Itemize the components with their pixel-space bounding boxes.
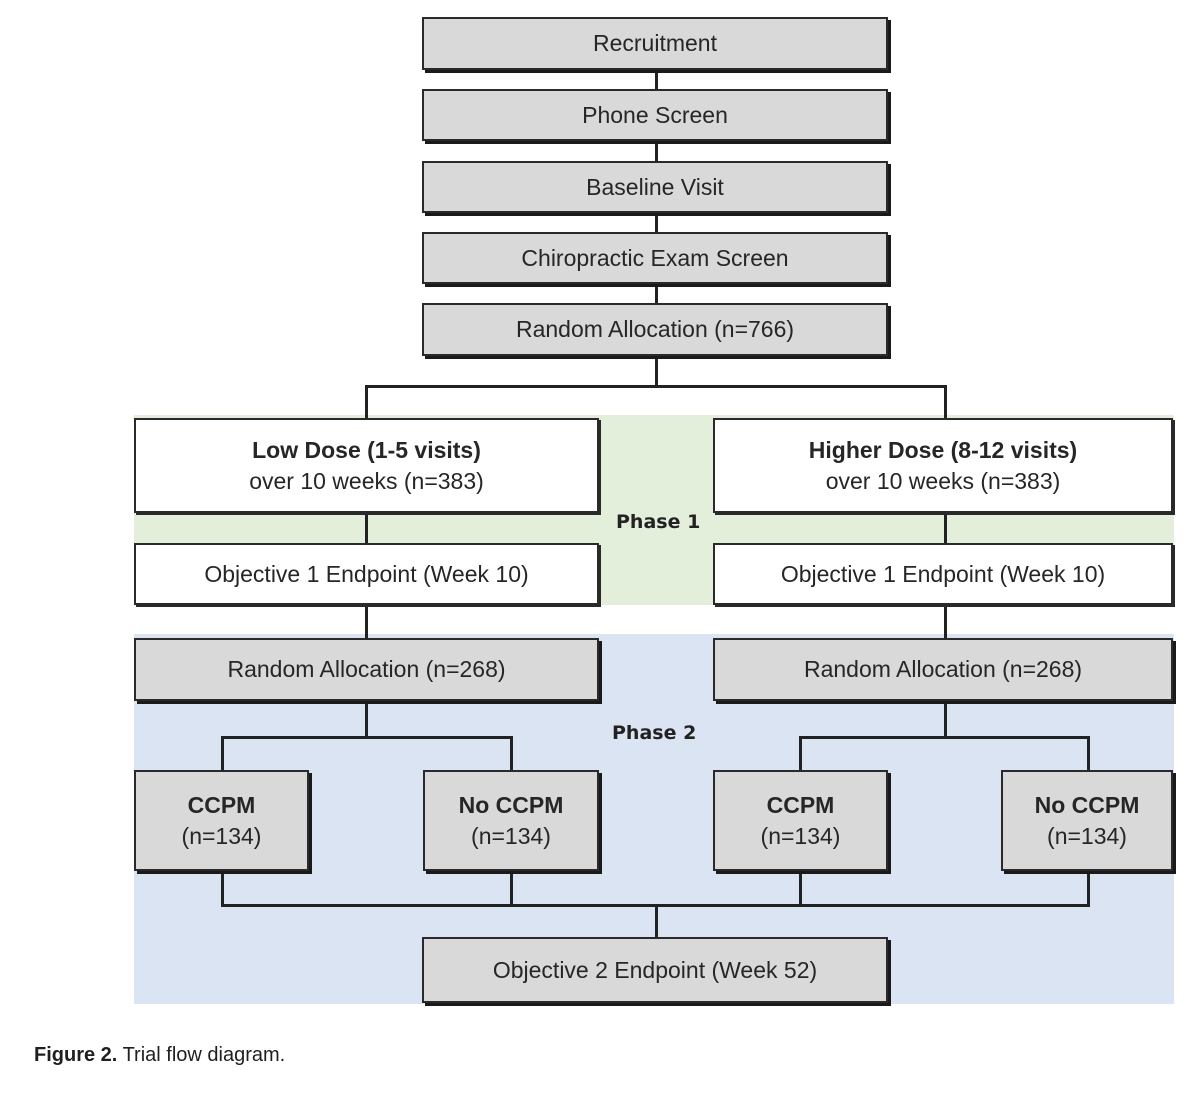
low-dose-subtitle: over 10 weeks (n=383) [249, 467, 484, 494]
connector-line [799, 736, 1090, 739]
higher-dose-ccpm-n: (n=134) [760, 822, 841, 849]
connector-line [655, 904, 658, 938]
connector-line [510, 736, 513, 771]
connector-line [799, 736, 802, 771]
connector-line [944, 700, 947, 738]
higher-dose-ccpm-title: CCPM [766, 791, 835, 818]
higher-dose-ccpm-box: CCPM (n=134) [713, 770, 888, 871]
random-allocation-766-label: Random Allocation (n=766) [515, 316, 795, 342]
connector-line [655, 283, 658, 304]
connector-line [1087, 736, 1090, 771]
higher-dose-endpoint-box: Objective 1 Endpoint (Week 10) [713, 543, 1173, 605]
connector-line [799, 870, 802, 906]
low-dose-ccpm-n: (n=134) [181, 822, 262, 849]
higher-dose-no-ccpm-n: (n=134) [1047, 822, 1127, 849]
higher-dose-subtitle: over 10 weeks (n=383) [825, 467, 1061, 494]
higher-dose-endpoint-label: Objective 1 Endpoint (Week 10) [780, 560, 1106, 587]
low-dose-box: Low Dose (1-5 visits) over 10 weeks (n=3… [134, 418, 599, 513]
low-dose-title: Low Dose (1-5 visits) [252, 436, 481, 463]
phone-screen-label: Phone Screen [582, 101, 728, 128]
connector-line [655, 140, 658, 162]
higher-dose-title: Higher Dose (8-12 visits) [808, 436, 1078, 463]
connector-line [221, 870, 224, 906]
chiropractic-exam-label: Chiropractic Exam Screen [521, 244, 789, 271]
phone-screen-box: Phone Screen [422, 89, 888, 141]
chiropractic-exam-box: Chiropractic Exam Screen [422, 232, 888, 284]
higher-dose-random-allocation-label: Random Allocation (n=268) [803, 656, 1083, 682]
low-dose-endpoint-label: Objective 1 Endpoint (Week 10) [204, 560, 529, 587]
objective-2-endpoint-box: Objective 2 Endpoint (Week 52) [422, 937, 888, 1003]
connector-line [510, 870, 513, 906]
recruitment-box: Recruitment [422, 17, 888, 70]
low-dose-random-allocation-box: Random Allocation (n=268) [134, 638, 599, 701]
low-dose-ccpm-title: CCPM [187, 791, 256, 818]
connector-line [655, 355, 658, 387]
figure-number: Figure 2. [34, 1044, 118, 1066]
figure-caption: Figure 2. Trial flow diagram. [34, 1044, 285, 1067]
connector-line [944, 604, 947, 639]
low-dose-no-ccpm-title: No CCPM [458, 791, 564, 818]
low-dose-no-ccpm-box: No CCPM (n=134) [423, 770, 599, 871]
low-dose-no-ccpm-n: (n=134) [471, 822, 551, 849]
connector-line [365, 512, 368, 544]
higher-dose-no-ccpm-title: No CCPM [1034, 791, 1140, 818]
connector-line [365, 700, 368, 738]
low-dose-endpoint-box: Objective 1 Endpoint (Week 10) [134, 543, 599, 605]
higher-dose-box: Higher Dose (8-12 visits) over 10 weeks … [713, 418, 1173, 513]
connector-line [221, 736, 224, 771]
figure-caption-text: Trial flow diagram. [122, 1044, 286, 1066]
connector-line [221, 736, 513, 739]
connector-line [365, 385, 947, 388]
connector-line [944, 385, 947, 419]
low-dose-random-allocation-label: Random Allocation (n=268) [227, 656, 506, 682]
connector-line [655, 69, 658, 90]
phase2-label: Phase 2 [612, 722, 697, 744]
random-allocation-766-box: Random Allocation (n=766) [422, 303, 888, 356]
connector-line [365, 604, 368, 639]
connector-line [944, 512, 947, 544]
phase1-label: Phase 1 [616, 511, 701, 533]
connector-line [365, 385, 368, 419]
connector-line [1087, 870, 1090, 906]
baseline-visit-label: Baseline Visit [586, 173, 724, 200]
higher-dose-no-ccpm-box: No CCPM (n=134) [1001, 770, 1173, 871]
connector-line [655, 212, 658, 233]
higher-dose-random-allocation-box: Random Allocation (n=268) [713, 638, 1173, 701]
baseline-visit-box: Baseline Visit [422, 161, 888, 213]
objective-2-endpoint-label: Objective 2 Endpoint (Week 52) [492, 956, 818, 983]
recruitment-label: Recruitment [593, 30, 717, 56]
low-dose-ccpm-box: CCPM (n=134) [134, 770, 309, 871]
